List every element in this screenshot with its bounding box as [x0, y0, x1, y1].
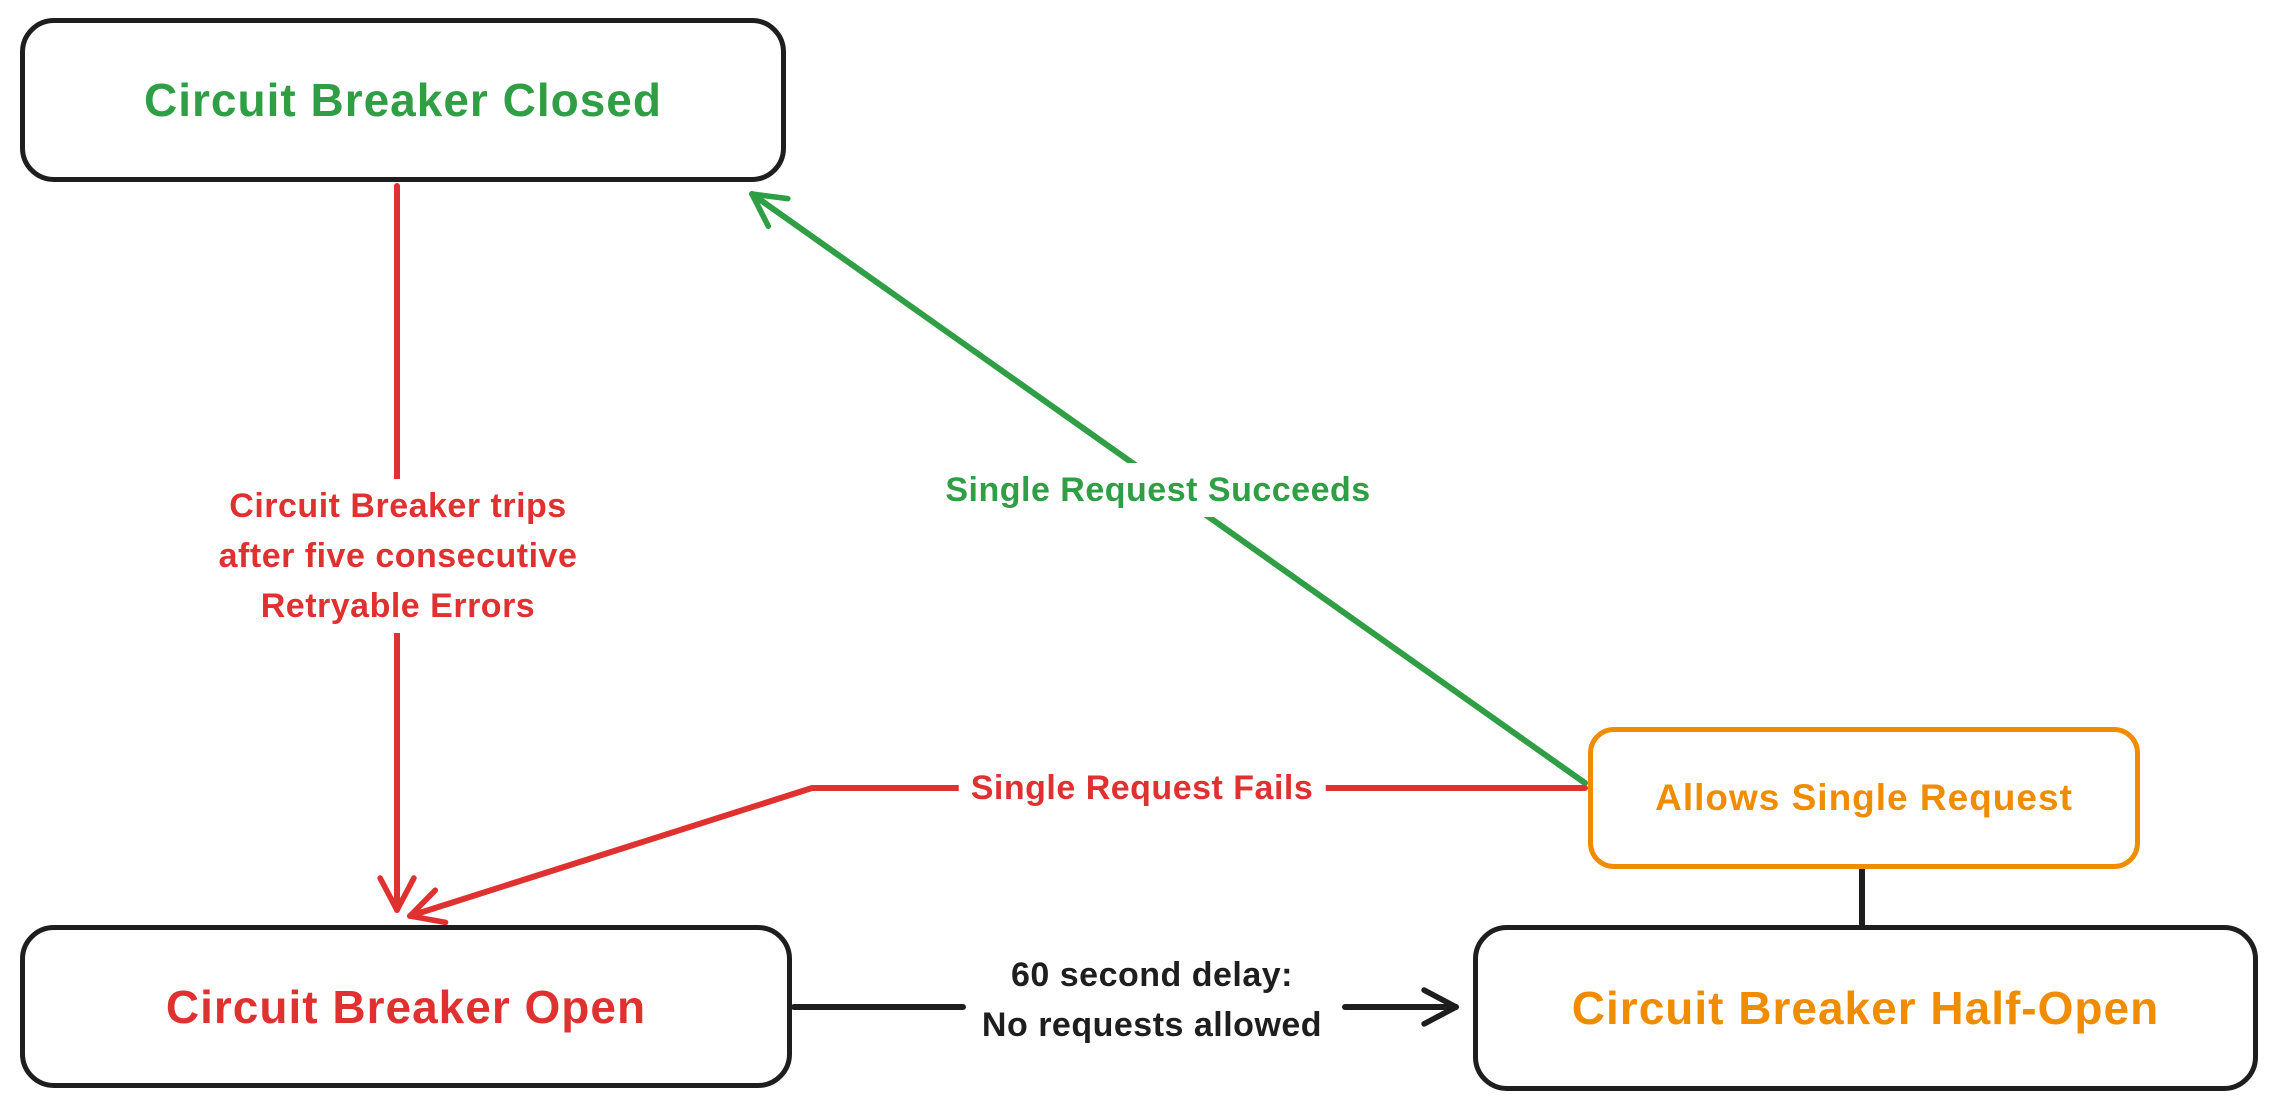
- edge-label-fails: Single Request Fails: [958, 761, 1326, 815]
- edge-label-delay-line-1: 60 second delay:: [1010, 956, 1294, 994]
- edge-label-delay-line-2: No requests allowed: [981, 1006, 1323, 1044]
- edge-label-delay: 60 second delay: No requests allowed: [969, 948, 1335, 1052]
- edge-label-succeeds: Single Request Succeeds: [933, 463, 1383, 517]
- edge-label-trips-line-3: Retryable Errors: [260, 587, 536, 625]
- edge-label-trips-line-2: after five consecutive: [218, 537, 578, 575]
- state-node-allows-single-request-label: Allows Single Request: [1655, 777, 2073, 818]
- state-node-open: Circuit Breaker Open: [20, 925, 792, 1088]
- state-node-half-open: Circuit Breaker Half-Open: [1473, 925, 2258, 1091]
- edge-label-trips: Circuit Breaker trips after five consecu…: [206, 479, 590, 633]
- edge-label-trips-line-1: Circuit Breaker trips: [229, 487, 567, 525]
- state-node-half-open-label: Circuit Breaker Half-Open: [1571, 982, 2160, 1034]
- state-node-open-label: Circuit Breaker Open: [165, 980, 647, 1033]
- state-node-closed-label: Circuit Breaker Closed: [144, 74, 662, 126]
- state-node-allows-single-request: Allows Single Request: [1588, 727, 2140, 869]
- state-node-closed: Circuit Breaker Closed: [20, 18, 786, 182]
